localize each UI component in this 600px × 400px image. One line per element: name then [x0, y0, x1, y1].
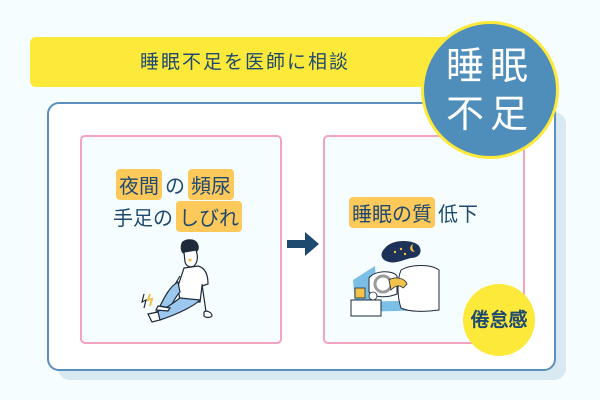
- person-lying-in-bed-night-icon: [350, 241, 440, 317]
- text-hands-feet: 手足の: [113, 206, 173, 230]
- left-line-2: 手足の しびれ: [110, 201, 242, 232]
- title-banner: 睡眠不足を医師に相談: [30, 37, 470, 87]
- right-arrow-icon: [287, 232, 319, 256]
- highlight-frequent-urination: 頻尿: [188, 169, 234, 200]
- banner-title: 睡眠不足を医師に相談: [139, 51, 350, 73]
- text-decline: 低下: [438, 202, 478, 226]
- right-line-1: 睡眠の質 低下: [349, 197, 481, 228]
- highlight-sleep-quality: 睡眠の質: [349, 197, 435, 228]
- highlight-nighttime: 夜間: [116, 169, 162, 200]
- highlight-numbness: しびれ: [176, 201, 242, 232]
- badge-line-1: 睡眠: [445, 44, 534, 88]
- badge-line-2: 不足: [445, 92, 534, 136]
- sleep-deprivation-badge: 睡眠 不足: [421, 21, 559, 159]
- particle-no: の: [165, 174, 185, 198]
- fatigue-badge: 倦怠感: [463, 284, 535, 356]
- man-sitting-leg-numbness-icon: [141, 239, 213, 323]
- left-line-1: 夜間 の 頻尿: [116, 169, 234, 200]
